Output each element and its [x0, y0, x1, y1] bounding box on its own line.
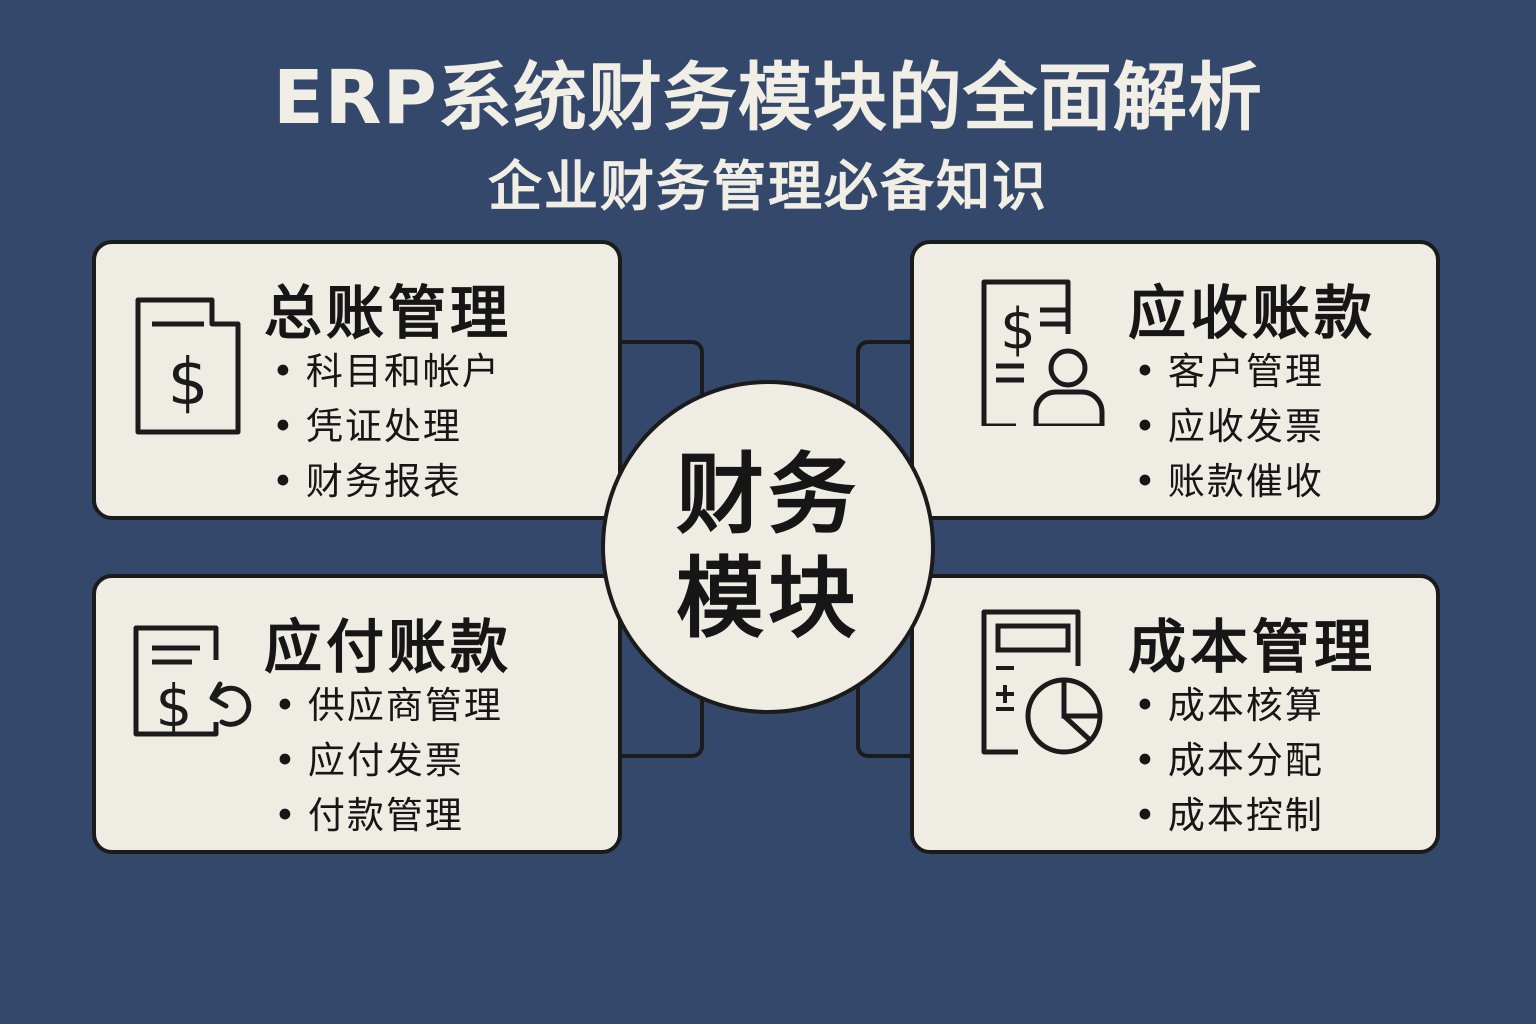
module-item: 供应商管理	[274, 678, 503, 733]
center-label-line1: 财务	[675, 443, 860, 546]
module-title: 成本管理	[1128, 613, 1377, 681]
module-item: 账款催收	[1134, 454, 1324, 509]
page-title: ERP系统财务模块的全面解析	[273, 55, 1263, 141]
svg-text:$: $	[168, 346, 209, 420]
module-card-accounts-receivable: $ 应收账款 客户管理 应收发票 账款催收	[910, 240, 1440, 520]
ledger-dollar-icon: $	[135, 297, 241, 435]
module-item: 应收发票	[1134, 399, 1324, 454]
svg-text:$: $	[1000, 297, 1036, 362]
module-title: 总账管理	[264, 279, 513, 347]
module-title: 应收账款	[1128, 279, 1377, 347]
module-item: 成本控制	[1134, 788, 1324, 843]
payable-dollar-return-icon: $	[133, 625, 252, 740]
page-subtitle: 企业财务管理必备知识	[488, 155, 1048, 218]
module-item: 财务报表	[272, 454, 501, 509]
module-card-accounts-payable: $ 应付账款 供应商管理 应付发票 付款管理	[92, 574, 622, 854]
module-item: 成本分配	[1134, 733, 1324, 788]
module-item-list: 供应商管理 应付发票 付款管理	[274, 678, 503, 843]
receivable-customer-icon: $	[981, 279, 1105, 426]
module-item: 科目和帐户	[272, 344, 501, 399]
module-card-general-ledger: $ 总账管理 科目和帐户 凭证处理 财务报表	[92, 240, 622, 520]
module-item: 应付发票	[274, 733, 503, 788]
cost-calculator-pie-icon	[981, 609, 1103, 755]
module-item-list: 科目和帐户 凭证处理 财务报表	[272, 344, 501, 509]
center-label-line2: 模块	[675, 547, 860, 650]
module-item-list: 成本核算 成本分配 成本控制	[1134, 678, 1324, 843]
module-item: 成本核算	[1134, 678, 1324, 733]
svg-text:$: $	[156, 672, 193, 740]
module-title: 应付账款	[264, 613, 513, 681]
module-card-cost-management: 成本管理 成本核算 成本分配 成本控制	[910, 574, 1440, 854]
module-item: 凭证处理	[272, 399, 501, 454]
module-item: 客户管理	[1134, 344, 1324, 399]
center-hub-finance-module: 财务 模块	[601, 380, 935, 714]
module-item: 付款管理	[274, 788, 503, 843]
module-item-list: 客户管理 应收发票 账款催收	[1134, 344, 1324, 509]
